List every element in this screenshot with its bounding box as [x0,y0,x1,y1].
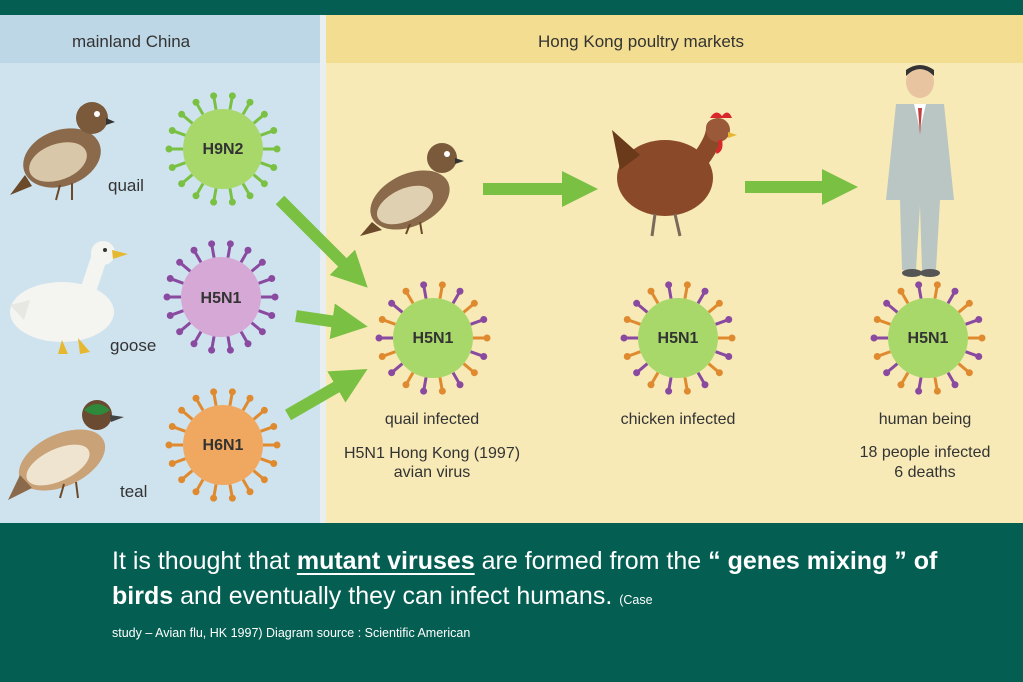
header-hong-kong-markets: Hong Kong poultry markets [538,32,744,51]
avian-flu-diagram: mainland China Hong Kong poultry markets… [0,15,1023,523]
virus-h5n1-human [870,281,986,395]
header-mainland-china: mainland China [72,32,191,51]
human-being-icon [886,65,954,277]
virus-h5n1-goose [163,240,279,354]
virus-label-h6n1: H6N1 [203,437,244,454]
teal-bird-icon [8,400,124,500]
virus-h9n2 [165,92,281,206]
left-header-band [0,15,322,63]
arrow-h6n1-to-quail [284,368,368,421]
virus-label-h5n1-goose: H5N1 [201,290,242,307]
hk-virus-label-line1: H5N1 Hong Kong (1997) [344,445,520,462]
diagram-source-text: study – Avian flu, HK 1997) Diagram sour… [112,626,471,640]
deaths-label: 6 deaths [894,464,955,481]
virus-label-h5n1-chicken: H5N1 [658,330,699,347]
virus-h6n1 [165,388,281,502]
chicken-icon [612,112,737,237]
human-being-label: human being [879,411,972,428]
virus-h5n1-quail [375,281,491,395]
virus-label-h5n1-quail: H5N1 [413,330,454,347]
chicken-infected-label: chicken infected [621,411,736,428]
quail-bird-icon [10,102,115,201]
quail-infected-label: quail infected [385,411,479,428]
caption-main-text: It is thought that mutant viruses are fo… [112,547,938,610]
teal-label: teal [120,482,147,501]
goose-bird-icon [10,241,128,354]
people-infected-label: 18 people infected [860,444,991,461]
case-study-open: (Case [619,593,653,607]
arrow-h9n2-to-quail [275,195,368,288]
hk-virus-label-line2: avian virus [394,464,470,481]
mutant-viruses-term: mutant viruses [296,547,475,575]
panel-divider [320,15,326,523]
virus-h5n1-chicken [620,281,736,395]
virus-label-h5n1-human: H5N1 [908,330,949,347]
virus-label-h9n2: H9N2 [203,141,244,158]
right-header-band [322,15,1023,63]
caption: It is thought that mutant viruses are fo… [112,544,972,642]
genes-mixing-term: “ genes mixing ” of birds [112,547,938,610]
arrow-h5n1-to-quail [295,303,368,340]
infected-quail-icon [360,143,464,236]
goose-label: goose [110,336,156,355]
quail-label: quail [108,176,144,195]
